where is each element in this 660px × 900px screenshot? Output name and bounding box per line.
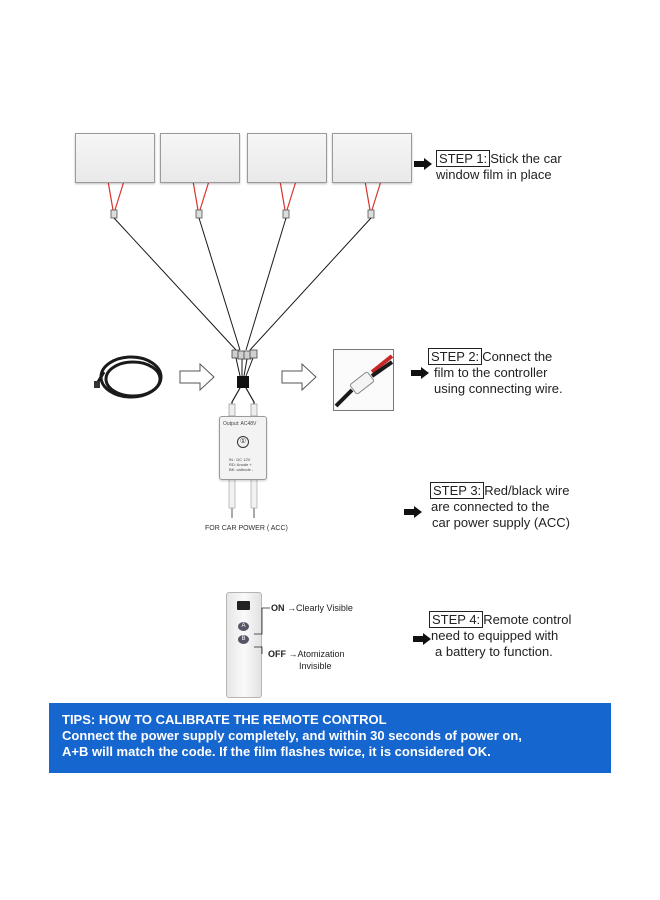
remote-off-word: OFF [268,649,286,659]
step-3-line-3: car power supply (ACC) [432,515,570,530]
step1-arrow-icon [414,158,432,170]
remote-on-text: →Clearly Visible [287,603,353,613]
remote-on-word: ON [271,603,285,613]
remote-off-text-2: Invisible [299,661,332,671]
window-film-3 [247,133,327,183]
step-4-tag: STEP 4: [429,611,484,628]
step2-arrow-icon [411,367,429,379]
window-film-4 [332,133,412,183]
remote-control: A B [226,592,262,698]
controller-spec-3: BK: cathode - [229,467,254,472]
step-4-line-1: Remote control [483,612,572,627]
step-2: STEP 2:Connect the film to the controlle… [428,348,563,397]
step-1-line-1: Stick the car [490,151,562,166]
step-2-line-1: Connect the [482,349,553,364]
step-3-tag: STEP 3: [430,482,485,499]
step-2-tag: STEP 2: [428,348,483,365]
controller-number: ① [237,436,249,448]
tips-line-3: A+B will match the code. If the film fla… [62,744,491,759]
tips-title: TIPS: HOW TO CALIBRATE THE REMOTE CONTRO… [62,712,387,727]
controller-spec-1: IN : DC 12V [229,457,251,462]
car-power-label: FOR CAR POWER ( ACC) [205,525,288,532]
step3-arrow-icon [404,506,422,518]
tips-line-2: Connect the power supply completely, and… [62,728,522,743]
step-3-line-2: are connected to the [431,499,550,514]
step-4: STEP 4:Remote control need to equipped w… [429,611,572,660]
step4-arrow-icon [413,633,431,645]
window-film-2 [160,133,240,183]
controller-spec-2: RD: Anode + [229,462,252,467]
wiring-diagram [94,180,382,518]
connector-closeup-icon [334,354,393,408]
remote-button-b[interactable]: B [238,635,249,644]
step-1: STEP 1:Stick the car window film in plac… [436,150,562,183]
controller-output-label: Output: AC48V [223,421,257,427]
remote-off-text-1: →Atomization [288,649,345,659]
tips-banner: TIPS: HOW TO CALIBRATE THE REMOTE CONTRO… [49,703,611,773]
step-2-line-2: film to the controller [434,365,548,380]
step-4-line-2: need to equipped with [431,628,559,643]
controller-spec: IN : DC 12V RD: Anode + BK: cathode - [229,457,253,472]
step-1-tag: STEP 1: [436,150,491,167]
step-2-line-3: using connecting wire. [434,381,563,396]
connecting-wire-coil [99,355,163,399]
step-4-line-3: a battery to function. [435,644,553,659]
window-film-1 [75,133,155,183]
step-3-line-1: Red/black wire [484,483,570,498]
remote-indicator [237,601,250,610]
step-1-line-2: window film in place [436,167,552,182]
remote-callout-lines [254,607,270,654]
controller-box: Output: AC48V ① IN : DC 12V RD: Anode + … [219,416,267,480]
step-3: STEP 3:Red/black wire are connected to t… [430,482,570,531]
remote-off-label: OFF →Atomization [268,649,345,659]
remote-button-a[interactable]: A [238,622,249,631]
remote-on-label: ON →Clearly Visible [271,603,353,613]
connector-closeup [333,349,394,411]
